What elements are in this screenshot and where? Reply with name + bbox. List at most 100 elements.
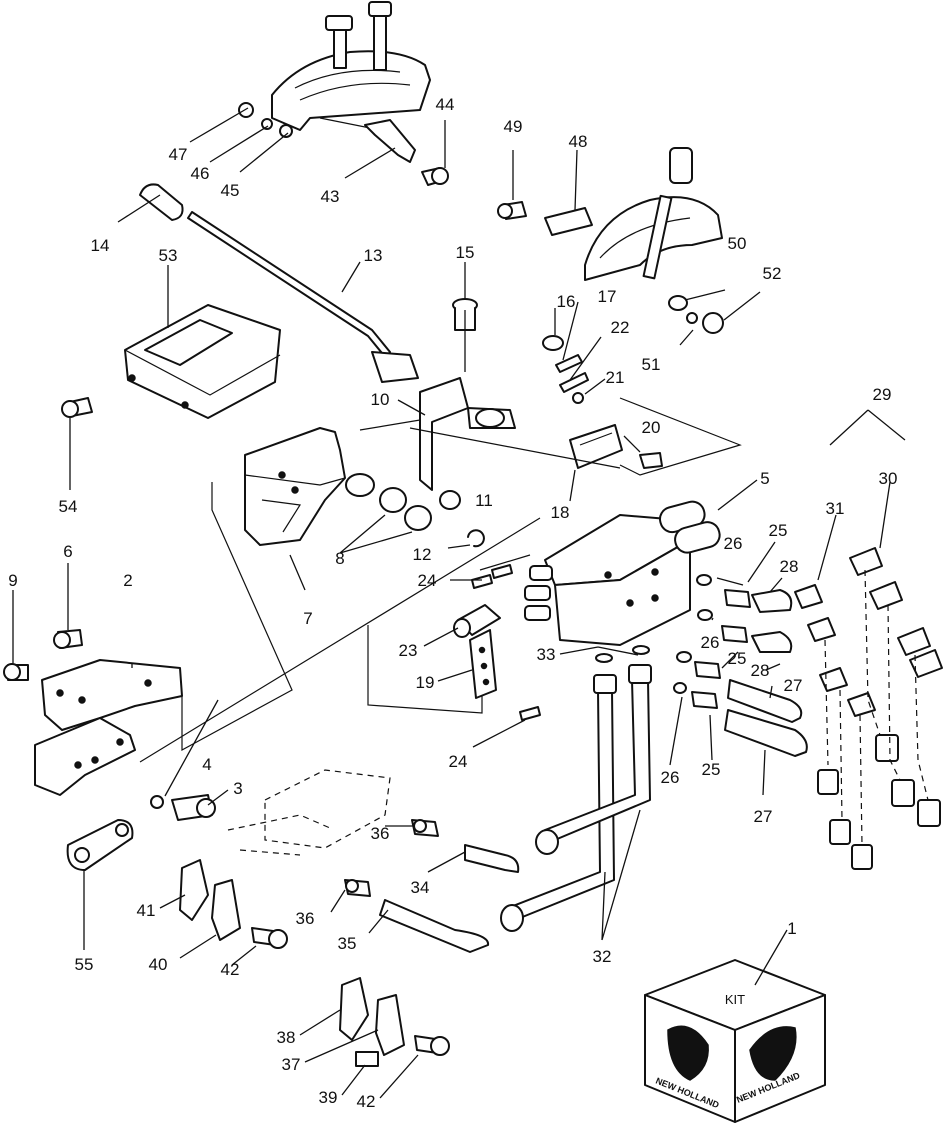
part-label-42a: 42 (221, 960, 240, 979)
part-label-35: 35 (338, 934, 357, 953)
bushing-8a (379, 487, 407, 513)
hose-32 (500, 664, 652, 932)
part-label-16: 16 (557, 292, 576, 311)
clevis-18 (569, 424, 623, 469)
part-label-1: 1 (787, 919, 796, 938)
single-lever-quadrant (584, 147, 723, 281)
elbow-34 (464, 844, 520, 873)
pin-22 (559, 372, 589, 393)
clip-21 (572, 392, 584, 404)
part-label-42b: 42 (357, 1092, 376, 1111)
part-label-46: 46 (191, 164, 210, 183)
seal-33a (595, 653, 613, 663)
part-label-43: 43 (321, 187, 340, 206)
lever-knob-14 (139, 183, 184, 221)
bolt-9 (3, 663, 29, 681)
link-55 (66, 819, 134, 871)
elbow-28b (751, 631, 793, 653)
part-label-47: 47 (169, 145, 188, 164)
leader-lines (12, 107, 906, 1099)
part-label-8: 8 (335, 549, 344, 568)
part-label-45: 45 (221, 181, 240, 200)
clamp-half-37 (375, 994, 405, 1056)
lever-13 (187, 211, 419, 383)
lock-washer-46 (261, 118, 273, 130)
pin-39 (355, 1051, 379, 1067)
part-label-4: 4 (202, 755, 211, 774)
pin-24c (519, 706, 541, 721)
part-label-36b: 36 (296, 909, 315, 928)
mounting-bracket-2 (34, 659, 183, 796)
fitting-25a (724, 589, 751, 608)
part-label-29: 29 (873, 385, 892, 404)
pin-16 (542, 335, 564, 351)
part-label-26c: 26 (661, 768, 680, 787)
part-label-24a: 24 (418, 571, 437, 590)
bolt-42b (414, 1035, 450, 1056)
part-label-23: 23 (399, 641, 418, 660)
lock-washer-4 (150, 795, 164, 809)
phantom-component (227, 769, 391, 856)
link-plate-19 (469, 629, 497, 699)
part-label-48: 48 (569, 132, 588, 151)
part-label-27b: 27 (754, 807, 773, 826)
washer-50 (668, 295, 688, 311)
part-label-36a: 36 (371, 824, 390, 843)
part-label-9: 9 (8, 571, 17, 590)
part-label-26b: 26 (701, 633, 720, 652)
part-label-11: 11 (475, 491, 493, 510)
part-label-30: 30 (879, 469, 898, 488)
part-label-31: 31 (826, 499, 845, 518)
part-label-6: 6 (63, 542, 72, 561)
seal-26d (673, 682, 687, 694)
part-label-14: 14 (91, 236, 110, 255)
quick-couplers-31 (794, 584, 876, 717)
part-label-53: 53 (159, 246, 178, 265)
part-label-50: 50 (728, 234, 747, 253)
part-label-38: 38 (277, 1028, 296, 1047)
nut-52 (702, 312, 724, 334)
kit-box: KIT NEW HOLLAND NEW HOLLAND (644, 959, 826, 1123)
assembly-guide-lines (139, 397, 742, 763)
part-label-34: 34 (411, 878, 430, 897)
part-label-51: 51 (642, 355, 661, 374)
part-label-18: 18 (551, 503, 570, 522)
part-label-17: 17 (598, 287, 617, 306)
kit-box-label: KIT (725, 992, 745, 1007)
hose-27a (727, 679, 803, 723)
part-label-25b: 25 (728, 649, 747, 668)
part-label-28b: 28 (751, 661, 770, 680)
part-label-26a: 26 (724, 534, 743, 553)
bolt-6 (53, 629, 83, 649)
hose-27b (724, 709, 808, 757)
part-number-labels: 1 2 3 4 5 6 7 8 9 10 11 12 13 14 15 16 1… (8, 95, 897, 1111)
part-label-5: 5 (760, 469, 769, 488)
washer-11 (439, 490, 461, 510)
part-label-54: 54 (59, 497, 78, 516)
nut-47 (238, 102, 254, 118)
elbow-35 (379, 899, 490, 953)
elbow-28a (751, 589, 793, 613)
bolt-3 (171, 794, 216, 821)
part-label-37: 37 (282, 1055, 301, 1074)
part-label-19: 19 (416, 673, 435, 692)
lever-bracket-10 (419, 377, 516, 491)
dual-lever-quadrant (271, 1, 431, 131)
part-label-49: 49 (504, 117, 523, 136)
fitting-36b (344, 879, 371, 897)
part-label-39: 39 (319, 1088, 338, 1107)
fitting-25d (691, 691, 718, 709)
part-label-2: 2 (123, 571, 132, 590)
quadrant-bracket (364, 119, 416, 163)
dust-caps-30 (817, 547, 943, 870)
support-bracket-7 (244, 427, 375, 546)
pin-20 (639, 452, 663, 469)
part-label-41: 41 (137, 901, 156, 920)
bolt-44 (421, 167, 449, 186)
part-label-7: 7 (303, 609, 312, 628)
pin-17 (555, 354, 583, 373)
part-label-22: 22 (611, 318, 630, 337)
fitting-36a (411, 819, 439, 837)
cover-53 (124, 304, 281, 419)
